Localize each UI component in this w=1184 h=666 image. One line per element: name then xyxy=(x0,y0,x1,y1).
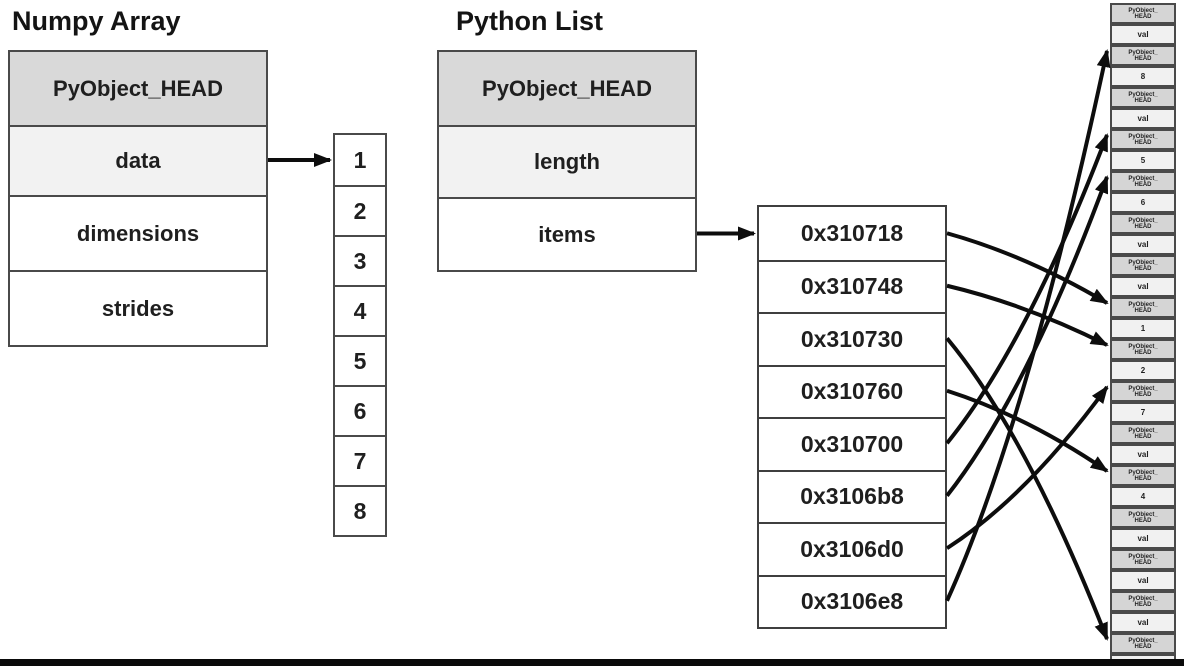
numpy-array-title: Numpy Array xyxy=(12,6,181,36)
numpy-row-strides: strides xyxy=(10,270,266,345)
buffer-cell-8: 8 xyxy=(335,485,385,535)
pointer-link-arrow xyxy=(946,231,1109,305)
list-row-pyobject-head: PyObject_HEAD xyxy=(439,52,695,125)
pointer-link-arrow xyxy=(945,49,1111,602)
pointer-address-0x310760: 0x310760 xyxy=(759,364,945,418)
pointer-link-arrow xyxy=(945,336,1109,641)
buffer-cell-6: 6 xyxy=(335,385,385,435)
memory-pair-head-label: PyObject_ HEAD xyxy=(1110,633,1176,654)
pointer-link-arrow xyxy=(945,385,1109,550)
pointer-address-0x3106b8: 0x3106b8 xyxy=(759,469,945,523)
memory-pair-head-label: PyObject_ HEAD xyxy=(1110,339,1176,360)
pointer-link-arrow xyxy=(945,175,1109,497)
pointer-link-arrow xyxy=(946,388,1109,473)
memory-pair-value: val xyxy=(1110,108,1176,129)
memory-pair-value: 7 xyxy=(1110,402,1176,423)
memory-pair-head-label: PyObject_ HEAD xyxy=(1110,591,1176,612)
memory-pair-value: val xyxy=(1110,444,1176,465)
pointer-address-0x3106e8: 0x3106e8 xyxy=(759,574,945,628)
memory-pair-head-label: PyObject_ HEAD xyxy=(1110,549,1176,570)
memory-pair-head-label: PyObject_ HEAD xyxy=(1110,87,1176,108)
memory-pair-value: 5 xyxy=(1110,150,1176,171)
memory-pair-value: 2 xyxy=(1110,360,1176,381)
memory-pair-head-label: PyObject_ HEAD xyxy=(1110,507,1176,528)
memory-pair-head-label: PyObject_ HEAD xyxy=(1110,465,1176,486)
memory-pair-value: 8 xyxy=(1110,66,1176,87)
numpy-row-dimensions: dimensions xyxy=(10,195,266,270)
memory-pair-value: val xyxy=(1110,24,1176,45)
pointer-address-0x310730: 0x310730 xyxy=(759,312,945,365)
memory-pair-value: val xyxy=(1110,234,1176,255)
memory-pair-head-label: PyObject_ HEAD xyxy=(1110,297,1176,318)
memory-pair-head-label: PyObject_ HEAD xyxy=(1110,381,1176,402)
pointer-address-0x310700: 0x310700 xyxy=(759,417,945,470)
pointer-link-arrow xyxy=(945,133,1109,445)
memory-pair-value: val xyxy=(1110,528,1176,549)
numpy-row-pyobject-head: PyObject_HEAD xyxy=(10,52,266,125)
memory-pair-value: 4 xyxy=(1110,486,1176,507)
memory-pair-head-label: PyObject_ HEAD xyxy=(1110,45,1176,66)
buffer-cell-5: 5 xyxy=(335,335,385,385)
bottom-border-bar xyxy=(0,659,1184,666)
memory-pair-head-label: PyObject_ HEAD xyxy=(1110,213,1176,234)
pointer-link-arrow xyxy=(946,283,1109,347)
pointer-address-0x310748: 0x310748 xyxy=(759,259,945,313)
buffer-cell-2: 2 xyxy=(335,185,385,235)
memory-pair-value: val xyxy=(1110,612,1176,633)
pointer-address-0x3106d0: 0x3106d0 xyxy=(759,522,945,575)
memory-pair-head-label: PyObject_ HEAD xyxy=(1110,3,1176,24)
memory-pair-value: val xyxy=(1110,276,1176,297)
memory-pair-value: 6 xyxy=(1110,192,1176,213)
pointer-address-0x310718: 0x310718 xyxy=(800,219,904,246)
memory-pair-value: 1 xyxy=(1110,318,1176,339)
list-row-items: items xyxy=(439,197,695,270)
buffer-cell-4: 4 xyxy=(335,285,385,335)
memory-pair-head-label: PyObject_ HEAD xyxy=(1110,255,1176,276)
buffer-cell-7: 7 xyxy=(335,435,385,485)
memory-pair-head-label: PyObject_ HEAD xyxy=(1110,423,1176,444)
list-row-length: length xyxy=(439,125,695,197)
memory-pair-head-label: PyObject_ HEAD xyxy=(1110,129,1176,150)
buffer-cell-1: 1 xyxy=(353,146,367,173)
memory-pair-value: val xyxy=(1110,570,1176,591)
memory-pair-head-label: PyObject_ HEAD xyxy=(1110,171,1176,192)
numpy-row-data: data xyxy=(10,125,266,195)
buffer-cell-3: 3 xyxy=(335,235,385,285)
python-list-title: Python List xyxy=(456,6,603,36)
